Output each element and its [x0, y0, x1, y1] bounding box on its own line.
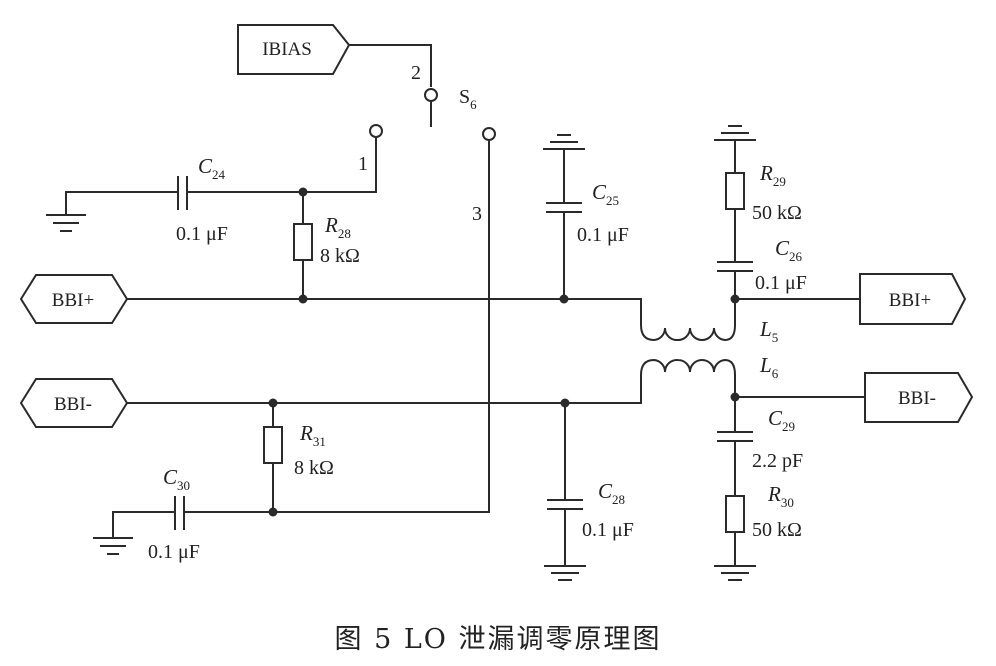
junction-c24-r28 — [298, 187, 308, 197]
switch-pin3-label: 3 — [472, 203, 482, 225]
switch-pin1-label: 1 — [358, 153, 368, 175]
bbi-plus-line — [127, 298, 642, 325]
bbi-minus-output-port: BBI- — [864, 372, 974, 423]
bbi-plus-output-label: BBI+ — [889, 290, 931, 311]
capacitor-c29 — [717, 397, 753, 496]
capacitor-c26 — [717, 261, 753, 299]
capacitor-c24 — [65, 176, 303, 215]
capacitor-c30 — [112, 496, 273, 538]
r31-designator: R31 — [299, 421, 326, 449]
switch-pin1-terminal — [369, 124, 383, 138]
r28-value: 8 kΩ — [320, 245, 360, 267]
pin3-wire — [273, 140, 490, 513]
inductor-l6 — [640, 358, 736, 397]
c29-value: 2.2 pF — [752, 450, 803, 472]
resistor-r30 — [725, 495, 745, 566]
ground-c25 — [543, 134, 585, 150]
resistor-r31 — [263, 403, 283, 512]
ground-r30 — [714, 565, 756, 581]
switch-pin2-label: 2 — [411, 62, 421, 84]
c26-designator: C26 — [775, 236, 803, 264]
r28-designator: R28 — [324, 213, 351, 241]
bbi-plus-input-port: BBI+ — [19, 274, 129, 324]
r30-designator: R30 — [767, 482, 794, 510]
c28-value: 0.1 μF — [582, 519, 634, 541]
switch-s6: 2 1 3 S6 — [349, 44, 496, 225]
switch-pin3-terminal — [482, 127, 496, 141]
l5-designator: L5 — [759, 317, 778, 345]
junction-c25-bbi-plus — [559, 294, 569, 304]
ground-c24 — [46, 214, 86, 232]
bbi-minus-line — [127, 375, 642, 404]
capacitor-c25 — [546, 149, 582, 299]
bbi-plus-input-label: BBI+ — [52, 290, 94, 311]
ibias-port-label: IBIAS — [262, 39, 312, 60]
c24-value: 0.1 μF — [176, 223, 228, 245]
ibias-port: IBIAS — [237, 24, 351, 75]
c29-designator: C29 — [768, 406, 795, 434]
r31-value: 8 kΩ — [294, 457, 334, 479]
bbi-minus-output-label: BBI- — [898, 388, 936, 409]
r29-value: 50 kΩ — [752, 202, 802, 224]
c30-value: 0.1 μF — [148, 541, 200, 563]
c30-designator: C30 — [163, 465, 190, 493]
ground-c30 — [93, 537, 133, 555]
c25-designator: C25 — [592, 180, 619, 208]
r29-designator: R29 — [759, 161, 786, 189]
r30-value: 50 kΩ — [752, 519, 802, 541]
pin1-wire — [303, 137, 377, 193]
c25-value: 0.1 μF — [577, 224, 629, 246]
bbi-minus-input-port: BBI- — [19, 378, 129, 428]
bbi-plus-output-port: BBI+ — [859, 273, 967, 325]
resistor-r28 — [293, 192, 313, 299]
resistor-r29 — [725, 140, 745, 262]
inductor-l5 — [640, 299, 736, 342]
junction-r28-bbi-plus — [298, 294, 308, 304]
ground-r29 — [714, 125, 756, 141]
switch-common-terminal — [424, 88, 438, 102]
c26-value: 0.1 μF — [755, 272, 807, 294]
capacitor-c28 — [547, 403, 583, 566]
c24-designator: C24 — [198, 154, 226, 182]
c28-designator: C28 — [598, 479, 625, 507]
ground-c28 — [544, 565, 586, 581]
switch-s6-label: S6 — [459, 86, 477, 112]
figure-caption: 图 5 LO 泄漏调零原理图 — [335, 624, 662, 655]
bbi-minus-input-label: BBI- — [54, 394, 92, 415]
l6-designator: L6 — [759, 353, 779, 381]
